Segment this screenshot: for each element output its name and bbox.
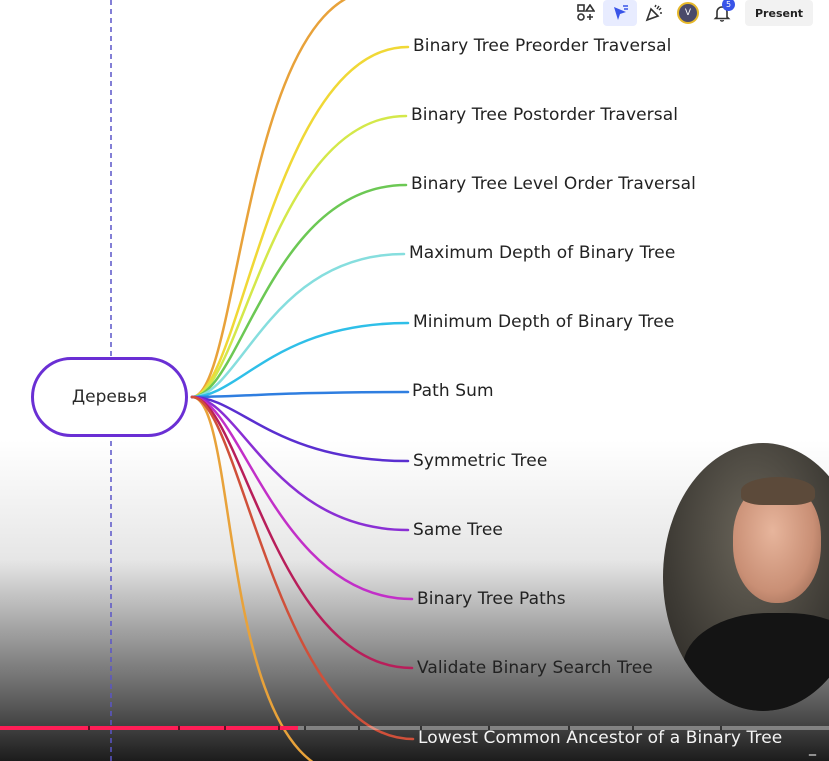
chapter-divider xyxy=(278,726,280,730)
branch-connector xyxy=(190,395,410,463)
leaf-node-min-depth[interactable]: Minimum Depth of Binary Tree xyxy=(413,312,675,332)
branch-connector xyxy=(190,114,408,399)
leaf-node-validate-bst[interactable]: Validate Binary Search Tree xyxy=(417,658,653,678)
chapter-divider xyxy=(488,726,490,730)
chapter-divider xyxy=(358,726,360,730)
branch-connector-offscreen-top xyxy=(190,0,347,399)
chapter-divider xyxy=(568,726,570,730)
shapes-icon[interactable] xyxy=(569,0,603,26)
branch-connector xyxy=(190,390,410,399)
leaf-node-max-depth[interactable]: Maximum Depth of Binary Tree xyxy=(409,243,676,263)
branch-connector-offscreen-bottom xyxy=(190,395,314,761)
branch-connector xyxy=(190,183,408,399)
bell-icon[interactable]: 5 xyxy=(705,0,739,26)
video-progress-fill xyxy=(0,726,299,730)
chapter-divider xyxy=(420,726,422,730)
chapter-divider xyxy=(304,726,306,730)
chapter-divider xyxy=(88,726,90,730)
webcam-person-body xyxy=(683,613,829,711)
branch-connector xyxy=(190,395,414,601)
branch-connector xyxy=(190,395,410,532)
branch-connectors xyxy=(190,0,415,761)
webcam-person-hair xyxy=(741,477,815,505)
leaf-node-lca[interactable]: Lowest Common Ancestor of a Binary Tree xyxy=(418,728,783,748)
party-popper-icon[interactable] xyxy=(637,0,671,26)
chapter-divider xyxy=(178,726,180,730)
center-node[interactable]: Деревья xyxy=(31,357,188,437)
leaf-node-level-order[interactable]: Binary Tree Level Order Traversal xyxy=(411,174,696,194)
minimize-button[interactable]: _ xyxy=(809,740,816,756)
avatar: V xyxy=(677,2,699,24)
top-toolbar: V 5 Present xyxy=(569,0,829,26)
leaf-node-symmetric-tree[interactable]: Symmetric Tree xyxy=(413,451,548,471)
leaf-node-path-sum[interactable]: Path Sum xyxy=(412,381,494,401)
branch-connector xyxy=(190,45,410,399)
webcam-overlay[interactable] xyxy=(663,443,829,711)
branch-connector xyxy=(190,395,414,670)
leaf-node-tree-paths[interactable]: Binary Tree Paths xyxy=(417,589,566,609)
chapter-divider xyxy=(720,726,722,730)
chapter-divider xyxy=(224,726,226,730)
branch-connector xyxy=(190,252,406,399)
center-node-label: Деревья xyxy=(71,387,148,407)
leaf-node-postorder[interactable]: Binary Tree Postorder Traversal xyxy=(411,105,679,125)
leaf-node-same-tree[interactable]: Same Tree xyxy=(413,520,503,540)
user-avatar[interactable]: V xyxy=(671,0,705,26)
cursor-icon[interactable] xyxy=(603,0,637,26)
branch-connector xyxy=(190,321,410,399)
branch-connector xyxy=(190,395,415,741)
leaf-node-preorder[interactable]: Binary Tree Preorder Traversal xyxy=(413,36,672,56)
chapter-divider xyxy=(632,726,634,730)
video-progress-bar[interactable] xyxy=(0,726,829,730)
notification-badge: 5 xyxy=(722,0,735,11)
present-button[interactable]: Present xyxy=(745,0,814,26)
